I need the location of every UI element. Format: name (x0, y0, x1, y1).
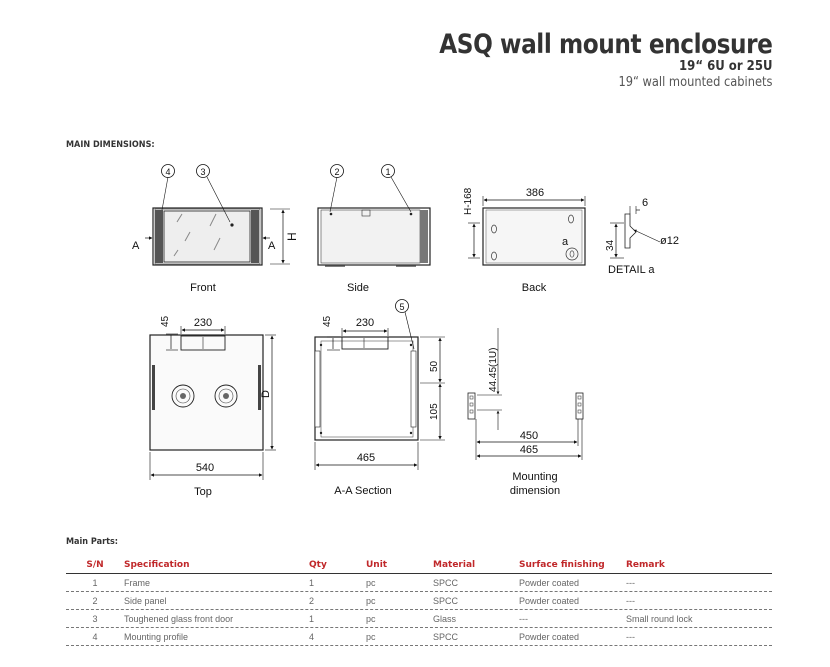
dim-mount-44: 44.45(1U) (488, 348, 499, 392)
section-mark-a-right: A (268, 240, 276, 252)
dim-sec-50: 50 (429, 360, 440, 372)
detail-hole-diameter: ø12 (660, 235, 679, 247)
document-tagline: 19“ wall mounted cabinets (617, 75, 772, 90)
view-label-detail: DETAIL a (608, 264, 655, 276)
callout-3 (196, 164, 231, 223)
view-label-back: Back (522, 282, 547, 294)
dim-top-depth: D (260, 390, 272, 398)
cell-qty: 1 (309, 577, 315, 588)
document-subtitle: 19“ 6U or 25U (678, 59, 772, 74)
col-specification: Specification (124, 560, 190, 570)
cell-specification: Frame (124, 577, 151, 588)
top-view (149, 326, 276, 480)
callout-1 (381, 164, 412, 213)
col-unit: Unit (366, 560, 388, 570)
dim-back-width: 386 (526, 187, 544, 199)
col-qty: Qty (309, 560, 327, 570)
view-label-top: Top (194, 486, 212, 498)
section-view (314, 328, 445, 470)
view-label-front: Front (190, 282, 216, 294)
view-label-side: Side (347, 282, 369, 294)
cell-specification: Side panel (124, 595, 167, 606)
cell-material: SPCC (433, 631, 459, 642)
col-material: Material (433, 560, 476, 570)
detail-dim-34: 34 (605, 239, 616, 251)
cell-surface: Powder coated (519, 577, 580, 588)
dim-mount-465: 465 (520, 444, 538, 456)
callout-5 (395, 299, 415, 350)
dim-top-230: 230 (194, 317, 212, 329)
cell-sn: 4 (92, 631, 98, 642)
detail-a-view (610, 206, 661, 259)
cell-qty: 2 (309, 595, 315, 606)
table-row: 3 Toughened glass front door 1 pc Glass … (66, 610, 772, 628)
dim-sec-105: 105 (429, 403, 440, 420)
view-label-section: A-A Section (334, 485, 391, 497)
cell-remark: --- (626, 577, 635, 588)
cell-surface: --- (519, 613, 528, 624)
main-parts-heading: Main Parts: (66, 537, 119, 547)
detail-a-marker: a (562, 236, 569, 248)
table-row: 2 Side panel 2 pc SPCC Powder coated --- (66, 592, 772, 610)
side-view (317, 207, 431, 267)
table-header: S/N Specification Qty Unit Material Surf… (66, 557, 772, 574)
cell-unit: pc (366, 613, 376, 624)
cell-remark: --- (626, 631, 635, 642)
title-block: ASQ wall mount enclosure 19“ 6U or 25U 1… (385, 29, 773, 91)
cell-remark: Small round lock (626, 613, 693, 624)
main-dimensions-heading: MAIN DIMENSIONS: (66, 140, 155, 150)
cell-material: SPCC (433, 595, 459, 606)
callout-1-number: 1 (385, 167, 390, 177)
cell-qty: 4 (309, 631, 315, 642)
document-title: ASQ wall mount enclosure (438, 29, 773, 60)
dim-top-540: 540 (196, 462, 214, 474)
cell-unit: pc (366, 631, 376, 642)
cell-sn: 2 (92, 595, 98, 606)
dim-mount-450: 450 (520, 430, 538, 442)
callout-2 (329, 164, 344, 213)
cell-material: SPCC (433, 577, 459, 588)
dim-sec-230: 230 (356, 317, 374, 329)
cell-surface: Powder coated (519, 631, 580, 642)
parts-table: S/N Specification Qty Unit Material Surf… (66, 557, 772, 646)
mounting-view (467, 328, 584, 460)
cell-unit: pc (366, 577, 376, 588)
dim-height-label: H (285, 232, 299, 241)
section-mark-a-left: A (132, 240, 140, 252)
dim-back-height: H-168 (463, 187, 474, 215)
cell-material: Glass (433, 613, 457, 624)
callout-5-number: 5 (399, 302, 404, 312)
cell-specification: Toughened glass front door (124, 613, 234, 624)
cell-sn: 3 (92, 613, 98, 624)
dim-sec-465: 465 (357, 452, 375, 464)
callout-4-number: 4 (165, 167, 170, 177)
col-surface: Surface finishing (519, 560, 605, 570)
view-label-mounting-1: Mounting (512, 471, 557, 483)
cell-surface: Powder coated (519, 595, 580, 606)
dim-top-45: 45 (160, 315, 171, 327)
col-remark: Remark (626, 560, 665, 570)
col-sn: S/N (86, 560, 104, 570)
cell-sn: 1 (92, 577, 98, 588)
callout-4 (161, 164, 175, 211)
table-row: 4 Mounting profile 4 pc SPCC Powder coat… (66, 628, 772, 646)
cell-unit: pc (366, 595, 376, 606)
callout-3-number: 3 (200, 167, 205, 177)
callout-2-number: 2 (334, 167, 339, 177)
view-label-mounting-2: dimension (510, 485, 560, 497)
cell-specification: Mounting profile (124, 631, 189, 642)
back-view (468, 196, 586, 266)
detail-dim-6: 6 (642, 197, 648, 209)
cell-qty: 1 (309, 613, 315, 624)
cell-remark: --- (626, 595, 635, 606)
front-view (145, 207, 290, 266)
table-row: 1 Frame 1 pc SPCC Powder coated --- (66, 574, 772, 592)
dim-sec-45: 45 (322, 315, 333, 327)
